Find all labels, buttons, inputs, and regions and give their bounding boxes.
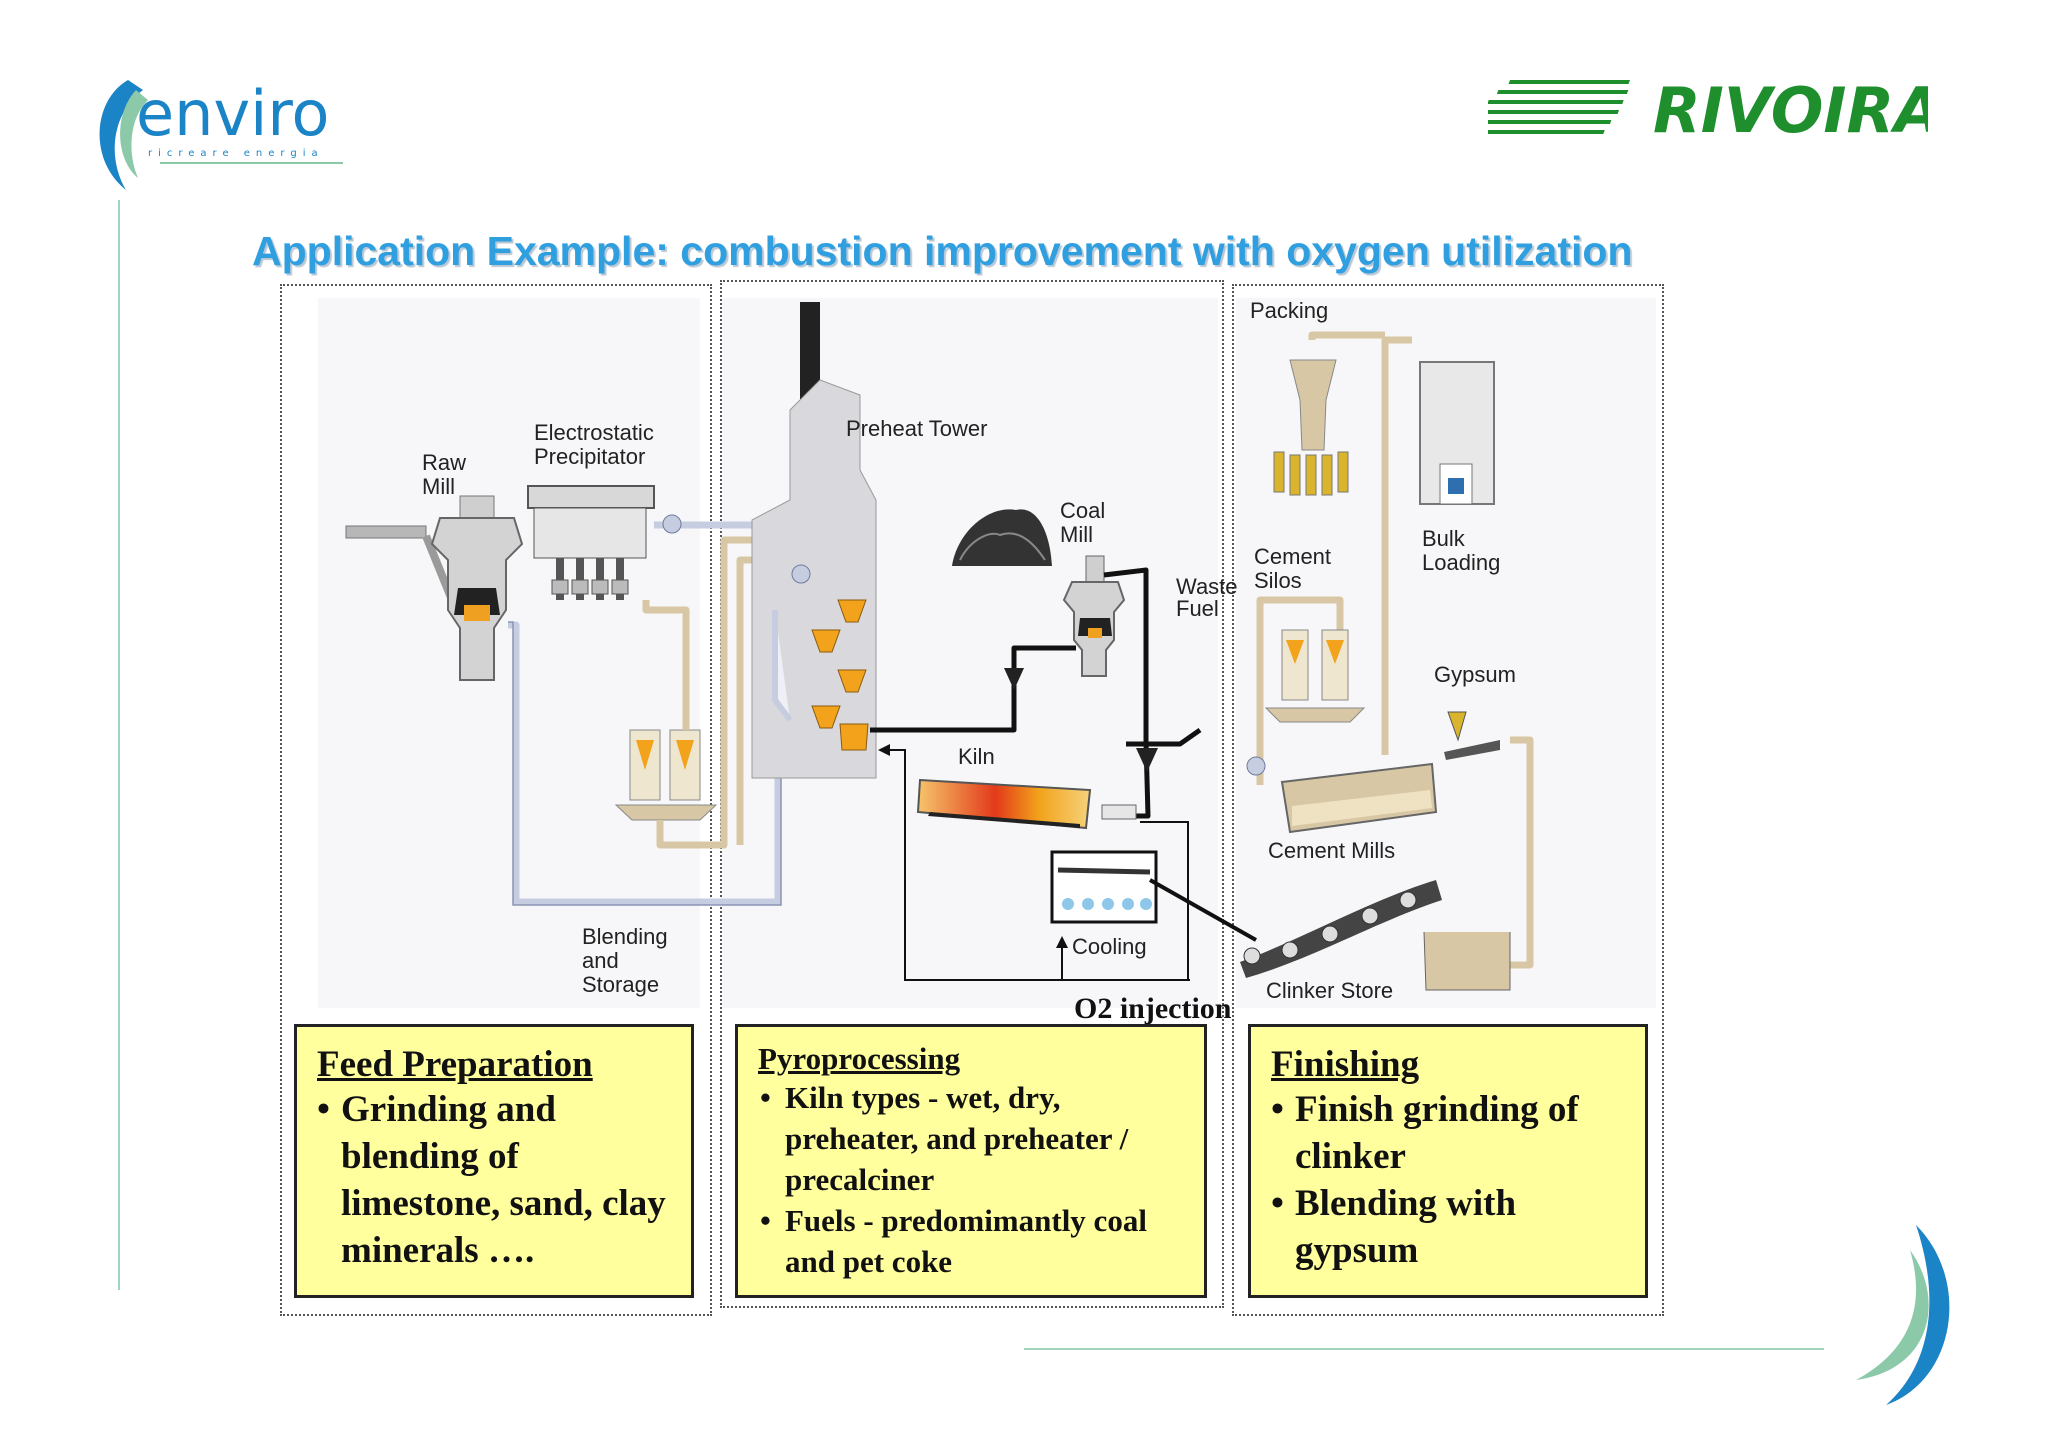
enviro-wordmark: enviro — [136, 77, 329, 150]
clinker-conveyor — [1240, 880, 1511, 991]
pyro-item: Kiln types - wet, dry, preheater, and pr… — [758, 1077, 1184, 1200]
rivoira-wordmark: RIVOIRA — [1653, 74, 1928, 147]
label-blending-3: Storage — [582, 972, 659, 997]
finishing-item: Blending with gypsum — [1271, 1180, 1625, 1274]
packing-machine — [1273, 359, 1349, 496]
label-clinker-store: Clinker Store — [1266, 978, 1393, 1003]
label-bulk-loading-1: Bulk — [1422, 526, 1466, 551]
label-coal-mill-2: Mill — [1060, 522, 1093, 547]
electrostatic-precipitator — [527, 485, 655, 600]
label-preheat-tower: Preheat Tower — [846, 416, 987, 441]
feed-preparation-heading: Feed Preparation — [317, 1044, 593, 1085]
cement-silos — [1264, 629, 1366, 723]
label-cement-mills: Cement Mills — [1268, 838, 1395, 863]
label-cooling: Cooling — [1072, 934, 1147, 959]
cement-mill — [1246, 711, 1500, 834]
kiln — [916, 778, 1137, 830]
label-gypsum: Gypsum — [1434, 662, 1516, 687]
finishing-item: Finish grinding of clinker — [1271, 1086, 1625, 1180]
feed-item: Grinding and blending of limestone, sand… — [317, 1086, 671, 1274]
rivoira-logo: RIVOIRA — [1463, 58, 1942, 148]
label-waste-fuel-2: Fuel — [1176, 596, 1219, 621]
enviro-tagline: ricreare energia — [148, 148, 324, 159]
label-blending-2: and — [582, 948, 619, 973]
pyroprocessing-heading: Pyroprocessing — [758, 1041, 961, 1076]
preheat-tower — [662, 302, 877, 779]
finishing-box: Finishing Finish grinding of clinker Ble… — [1248, 1024, 1648, 1298]
raw-mill — [345, 495, 524, 681]
label-kiln: Kiln — [958, 744, 995, 769]
label-precipitator-2: Precipitator — [534, 444, 645, 469]
label-cement-silos-1: Cement — [1254, 544, 1331, 569]
label-precipitator-1: Electrostatic — [534, 420, 654, 445]
label-bulk-loading-2: Loading — [1422, 550, 1500, 575]
finishing-heading: Finishing — [1271, 1044, 1420, 1085]
label-raw-mill-2: Mill — [422, 474, 455, 499]
label-raw-mill-1: Raw — [422, 450, 466, 475]
left-rule — [118, 200, 120, 1290]
label-packing: Packing — [1250, 298, 1328, 323]
bottom-rule — [1024, 1348, 1824, 1350]
label-blending-1: Blending — [582, 924, 668, 949]
coal-mill — [952, 509, 1126, 677]
enviro-swoosh-icon — [1836, 1220, 1966, 1410]
section-finishing-outline — [1232, 284, 1664, 1316]
pyro-item: Fuels - predomimantly coal and pet coke — [758, 1200, 1184, 1282]
slide-title: Application Example: combustion improvem… — [252, 228, 1633, 274]
clinker-cooler — [1050, 850, 1257, 942]
blending-silos — [614, 729, 718, 821]
label-cement-silos-2: Silos — [1254, 568, 1302, 593]
pyroprocessing-box: Pyroprocessing Kiln types - wet, dry, pr… — [735, 1024, 1207, 1298]
feed-preparation-box: Feed Preparation Grinding and blending o… — [294, 1024, 694, 1298]
enviro-logo: enviro ricreare energia — [88, 60, 358, 200]
bulk-loading — [1419, 361, 1495, 505]
section-feed-outline — [280, 284, 712, 1316]
label-coal-mill-1: Coal — [1060, 498, 1105, 523]
label-waste-fuel-1: Waste — [1176, 574, 1238, 599]
label-o2-injection: O2 injection — [1074, 992, 1232, 1025]
